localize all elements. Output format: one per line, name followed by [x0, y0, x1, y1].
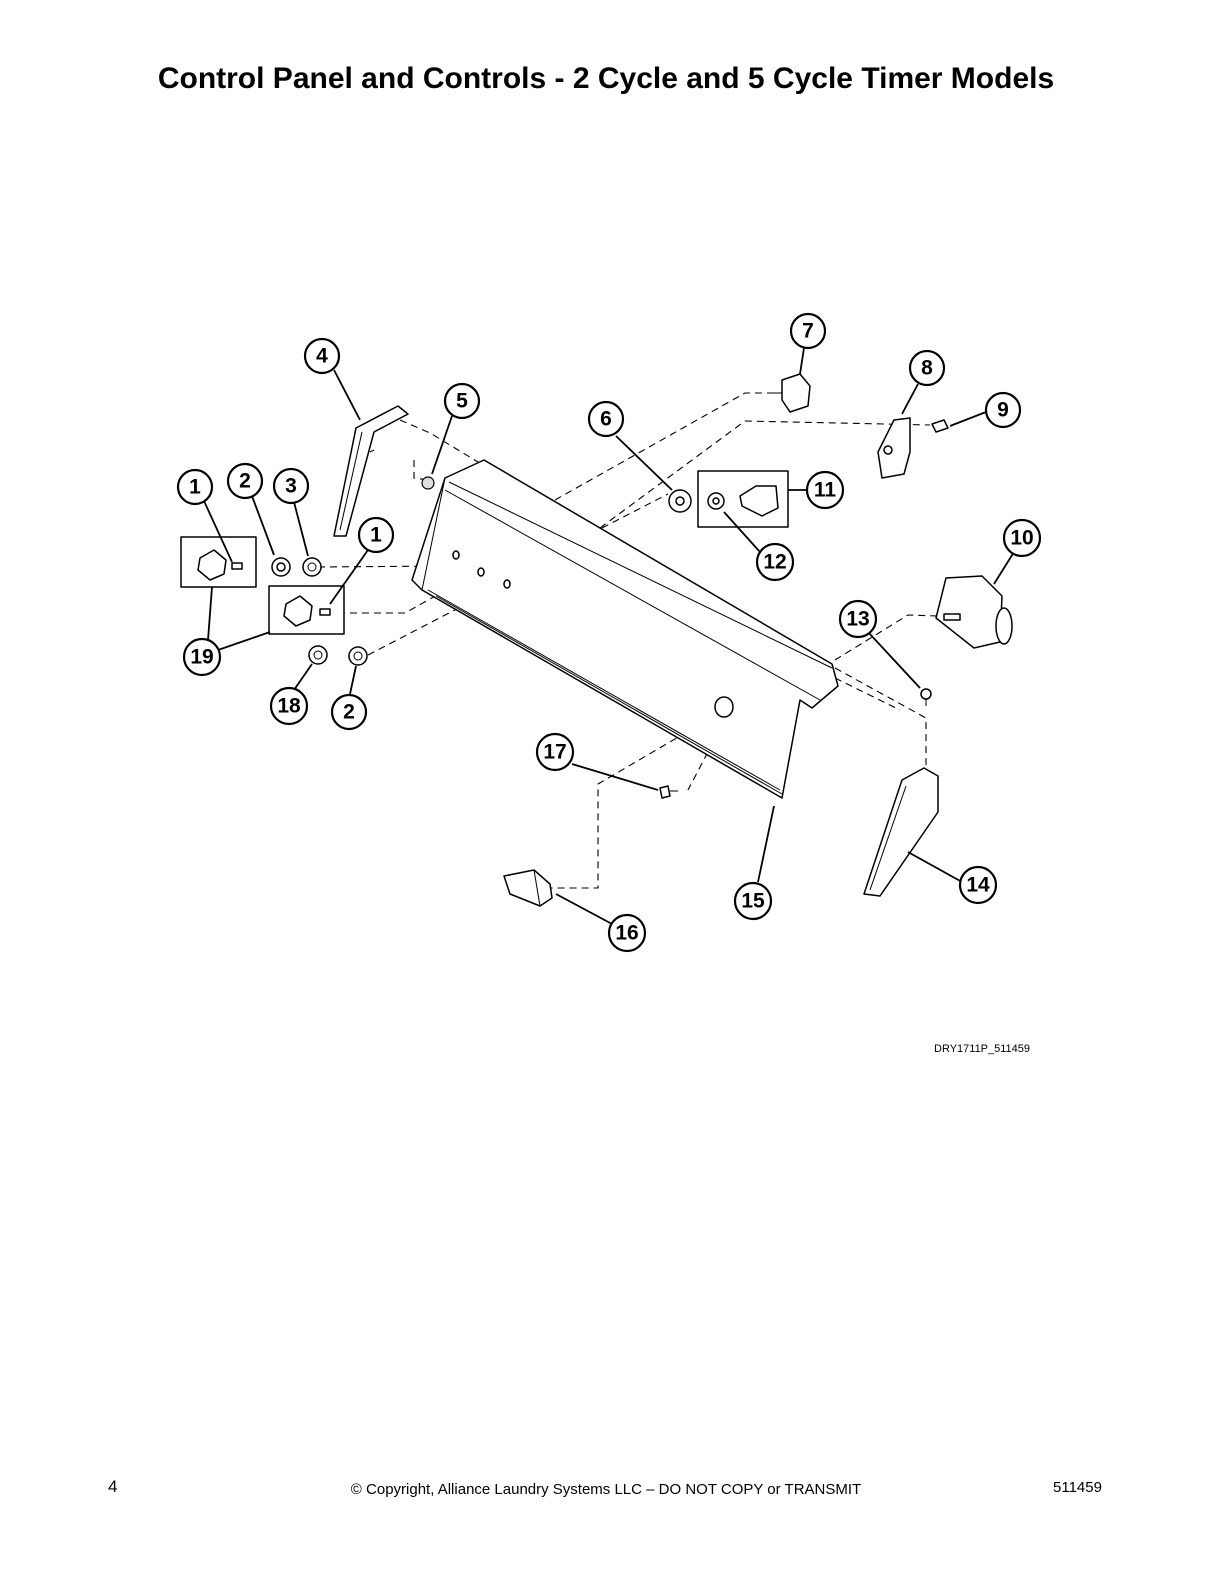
part-2-washer-upper [271, 557, 291, 577]
part-3-spring [302, 557, 322, 577]
callout-3: 3 [272, 467, 310, 505]
callout-10: 10 [1002, 518, 1042, 558]
callout-15: 15 [733, 881, 773, 921]
part-10-timer [935, 575, 1013, 649]
callout-18: 18 [269, 686, 309, 726]
callout-11: 11 [805, 470, 845, 510]
part-17-screw [659, 785, 678, 799]
left-end-cap [333, 405, 409, 537]
callout-6-label: 6 [600, 408, 612, 431]
part-7-switch [773, 373, 811, 413]
callout-13-label: 13 [846, 608, 869, 631]
callout-18-label: 18 [277, 695, 301, 718]
part-5-nut [421, 476, 435, 490]
callout-2: 2 [226, 462, 264, 500]
part-11-12-box [697, 470, 789, 528]
callout-17-label: 17 [543, 741, 566, 764]
callout-9: 9 [984, 391, 1022, 429]
callout-12-label: 12 [763, 551, 786, 574]
callout-2-second: 2 [330, 693, 368, 731]
knob-box-upper [180, 536, 257, 588]
part-2-washer-lower [348, 646, 368, 666]
callout-7: 7 [789, 312, 827, 350]
callout-14: 14 [958, 865, 998, 905]
callout-2-second-label: 2 [343, 701, 355, 724]
callout-19-label: 19 [190, 646, 213, 669]
part-8-bracket [877, 417, 911, 479]
page-number: 4 [108, 1477, 118, 1496]
callout-12: 12 [755, 542, 795, 582]
copyright-notice: © Copyright, Alliance Laundry Systems LL… [350, 1481, 862, 1498]
callout-13: 13 [838, 599, 878, 639]
knob-box-lower [268, 585, 345, 635]
control-panel [411, 459, 839, 799]
callout-5: 5 [443, 382, 481, 420]
leader-lines [203, 347, 1015, 925]
callout-19: 19 [182, 637, 222, 677]
callout-4: 4 [303, 337, 341, 375]
callout-5-label: 5 [456, 390, 468, 413]
part-9-screw [931, 419, 949, 433]
callout-14-label: 14 [966, 874, 990, 897]
callout-1-second: 1 [357, 516, 395, 554]
callout-1-label: 1 [189, 476, 201, 499]
document-number: 511459 [1053, 1479, 1102, 1496]
callout-16: 16 [607, 913, 647, 953]
drawing-id: DRY1711P_511459 [934, 1043, 1031, 1055]
callout-8: 8 [908, 349, 946, 387]
callout-11-label: 11 [814, 479, 837, 502]
callout-1: 1 [176, 468, 214, 506]
callout-2-label: 2 [239, 470, 251, 493]
page-title: Control Panel and Controls - 2 Cycle and… [157, 62, 1055, 95]
callout-3-label: 3 [285, 475, 297, 498]
callout-17: 17 [535, 732, 575, 772]
callout-16-label: 16 [615, 922, 638, 945]
right-end-cap [863, 767, 939, 897]
part-16-knob [503, 869, 553, 907]
callout-7-label: 7 [802, 320, 814, 343]
callout-1-second-label: 1 [370, 524, 382, 547]
part-13-screw [920, 688, 932, 706]
callout-15-label: 15 [741, 890, 765, 913]
part-6-lock-washer [668, 489, 692, 513]
callout-6: 6 [587, 400, 625, 438]
callout-4-label: 4 [316, 345, 328, 368]
assembly-lines [317, 392, 939, 889]
callout-9-label: 9 [997, 399, 1009, 422]
part-18-bezel [308, 645, 328, 665]
callout-10-label: 10 [1010, 527, 1033, 550]
callout-8-label: 8 [921, 357, 933, 380]
